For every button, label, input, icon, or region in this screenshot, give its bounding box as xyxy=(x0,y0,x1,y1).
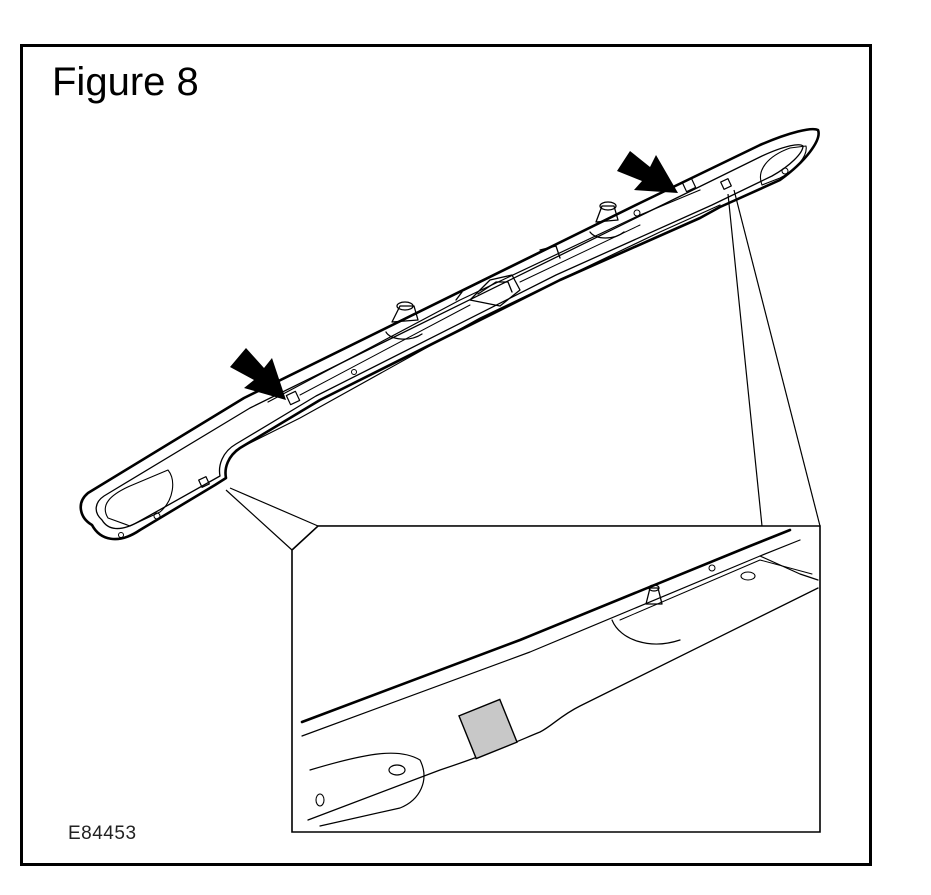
fastener-arrow-right xyxy=(617,151,678,193)
detail-square-left xyxy=(198,476,210,488)
clip-hole xyxy=(633,209,641,217)
arrow-icon xyxy=(617,151,678,193)
inset-panel-ridge xyxy=(307,587,819,821)
clip-hole xyxy=(153,512,161,520)
mounting-stud-left xyxy=(385,301,423,340)
inset-detail xyxy=(291,525,821,833)
clip-hole xyxy=(118,532,124,538)
inset-hole xyxy=(315,793,325,807)
detail-square-right xyxy=(720,178,732,190)
fastener-tab-left xyxy=(285,390,301,406)
inset-panel-closeup xyxy=(300,528,819,827)
inset-frame xyxy=(291,525,821,833)
center-ridge-detail xyxy=(299,224,641,396)
mounting-stud-right xyxy=(589,201,625,239)
center-latch-housing xyxy=(455,245,561,307)
inset-clip xyxy=(708,564,716,572)
inset-panel-rim xyxy=(301,539,801,737)
inset-panel-edge xyxy=(300,528,792,724)
reference-code: E84453 xyxy=(68,823,137,844)
inset-stud xyxy=(645,587,663,605)
inset-cutout xyxy=(309,752,425,827)
inset-panel-ridge-inner xyxy=(619,559,813,621)
inset-stud-outline xyxy=(611,619,681,645)
trim-panel xyxy=(79,127,820,541)
figure-title: Figure 8 xyxy=(52,60,199,104)
arrow-icon xyxy=(230,348,286,400)
center-ridge-upper xyxy=(267,189,701,403)
inset-hole xyxy=(740,571,756,581)
fastener-tab-right xyxy=(681,177,697,193)
clip-hole xyxy=(781,167,789,175)
fastener-arrow-left xyxy=(230,348,286,400)
inset-hole xyxy=(388,764,406,776)
inset-leader-lines xyxy=(225,189,821,551)
trim-panel-outline xyxy=(79,127,820,541)
inset-stud-top xyxy=(648,584,660,592)
inset-highlight-square xyxy=(458,698,518,760)
inset-right-edge xyxy=(759,555,819,581)
left-end-pad xyxy=(104,469,174,527)
right-end-pad xyxy=(760,145,807,186)
clip-hole xyxy=(351,369,357,375)
center-ridge-lower xyxy=(235,204,721,451)
